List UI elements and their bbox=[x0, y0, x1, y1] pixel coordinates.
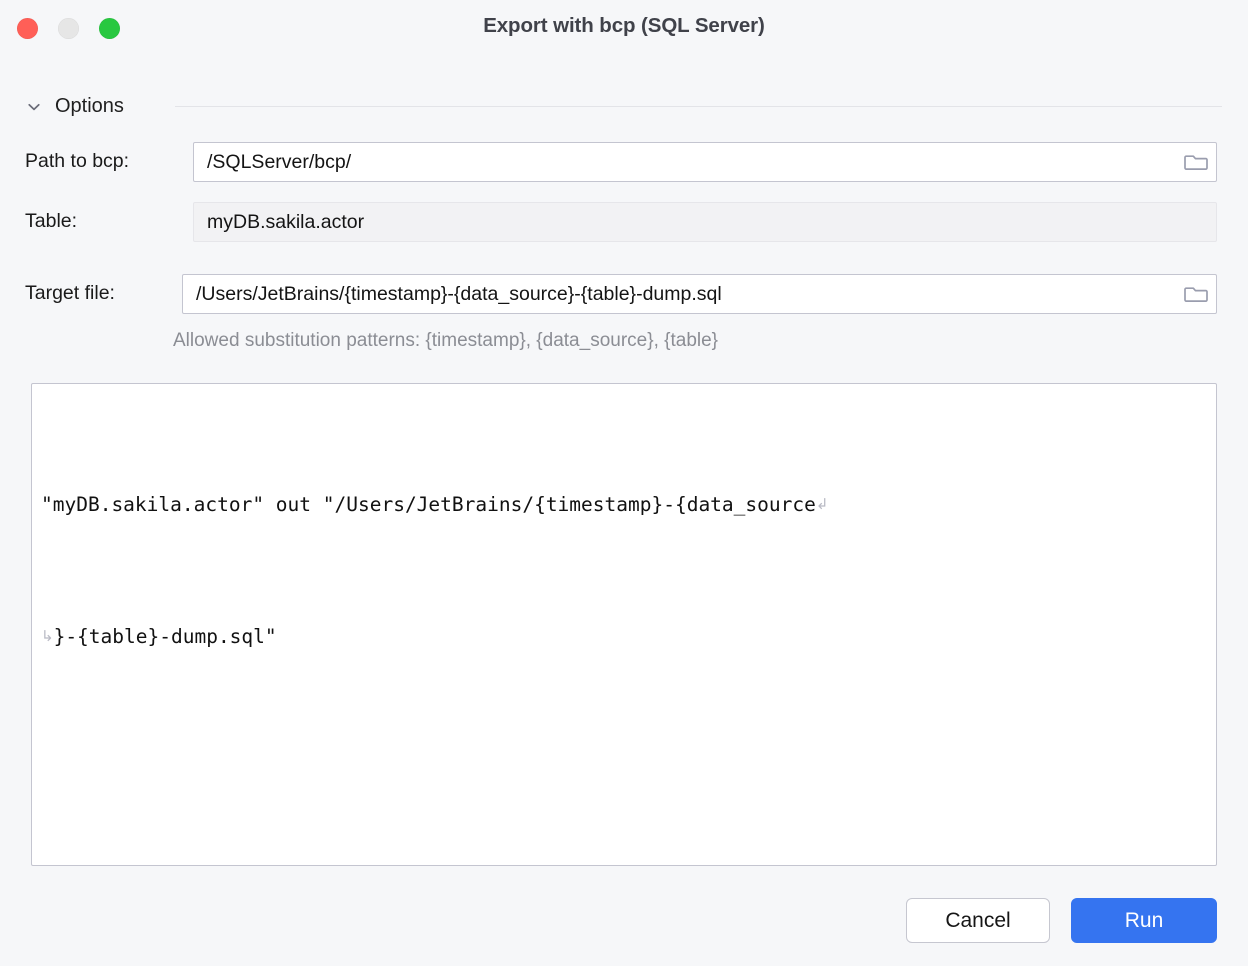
minimize-button[interactable] bbox=[58, 18, 79, 39]
command-preview-textarea[interactable]: "myDB.sakila.actor" out "/Users/JetBrain… bbox=[31, 383, 1217, 866]
title-bar: Export with bcp (SQL Server) bbox=[0, 0, 1248, 56]
options-section-toggle[interactable]: Options bbox=[25, 92, 124, 120]
run-button[interactable]: Run bbox=[1071, 898, 1217, 943]
cancel-button[interactable]: Cancel bbox=[906, 898, 1050, 943]
table-field: myDB.sakila.actor bbox=[193, 202, 1217, 242]
command-line-1-text: "myDB.sakila.actor" out "/Users/JetBrain… bbox=[41, 493, 816, 516]
substitution-patterns-hint: Allowed substitution patterns: {timestam… bbox=[173, 330, 719, 351]
path-to-bcp-input[interactable]: /SQLServer/bcp/ bbox=[193, 142, 1217, 182]
options-section-label: Options bbox=[55, 94, 124, 117]
path-to-bcp-folder-icon[interactable] bbox=[1176, 143, 1216, 181]
target-file-value: /Users/JetBrains/{timestamp}-{data_sourc… bbox=[196, 282, 722, 305]
command-line-2: ↳}-{table}-dump.sql" bbox=[41, 614, 1216, 658]
command-line-1: "myDB.sakila.actor" out "/Users/JetBrain… bbox=[41, 482, 1216, 526]
target-file-label: Target file: bbox=[25, 282, 115, 304]
path-to-bcp-label: Path to bcp: bbox=[25, 150, 130, 172]
window-title: Export with bcp (SQL Server) bbox=[483, 14, 765, 37]
options-separator bbox=[175, 106, 1222, 107]
path-to-bcp-value: /SQLServer/bcp/ bbox=[207, 150, 352, 173]
command-preview-text: "myDB.sakila.actor" out "/Users/JetBrain… bbox=[32, 384, 1216, 746]
target-file-input[interactable]: /Users/JetBrains/{timestamp}-{data_sourc… bbox=[182, 274, 1217, 314]
window-controls bbox=[17, 18, 120, 39]
soft-wrap-end-icon: ↲ bbox=[815, 495, 829, 513]
zoom-button[interactable] bbox=[99, 18, 120, 39]
target-file-folder-icon[interactable] bbox=[1176, 275, 1216, 313]
command-line-2-text: }-{table}-dump.sql" bbox=[53, 625, 277, 648]
table-label: Table: bbox=[25, 210, 78, 232]
table-value: myDB.sakila.actor bbox=[207, 210, 365, 233]
close-button[interactable] bbox=[17, 18, 38, 39]
chevron-down-icon bbox=[25, 98, 43, 116]
soft-wrap-start-icon: ↳ bbox=[41, 627, 54, 645]
